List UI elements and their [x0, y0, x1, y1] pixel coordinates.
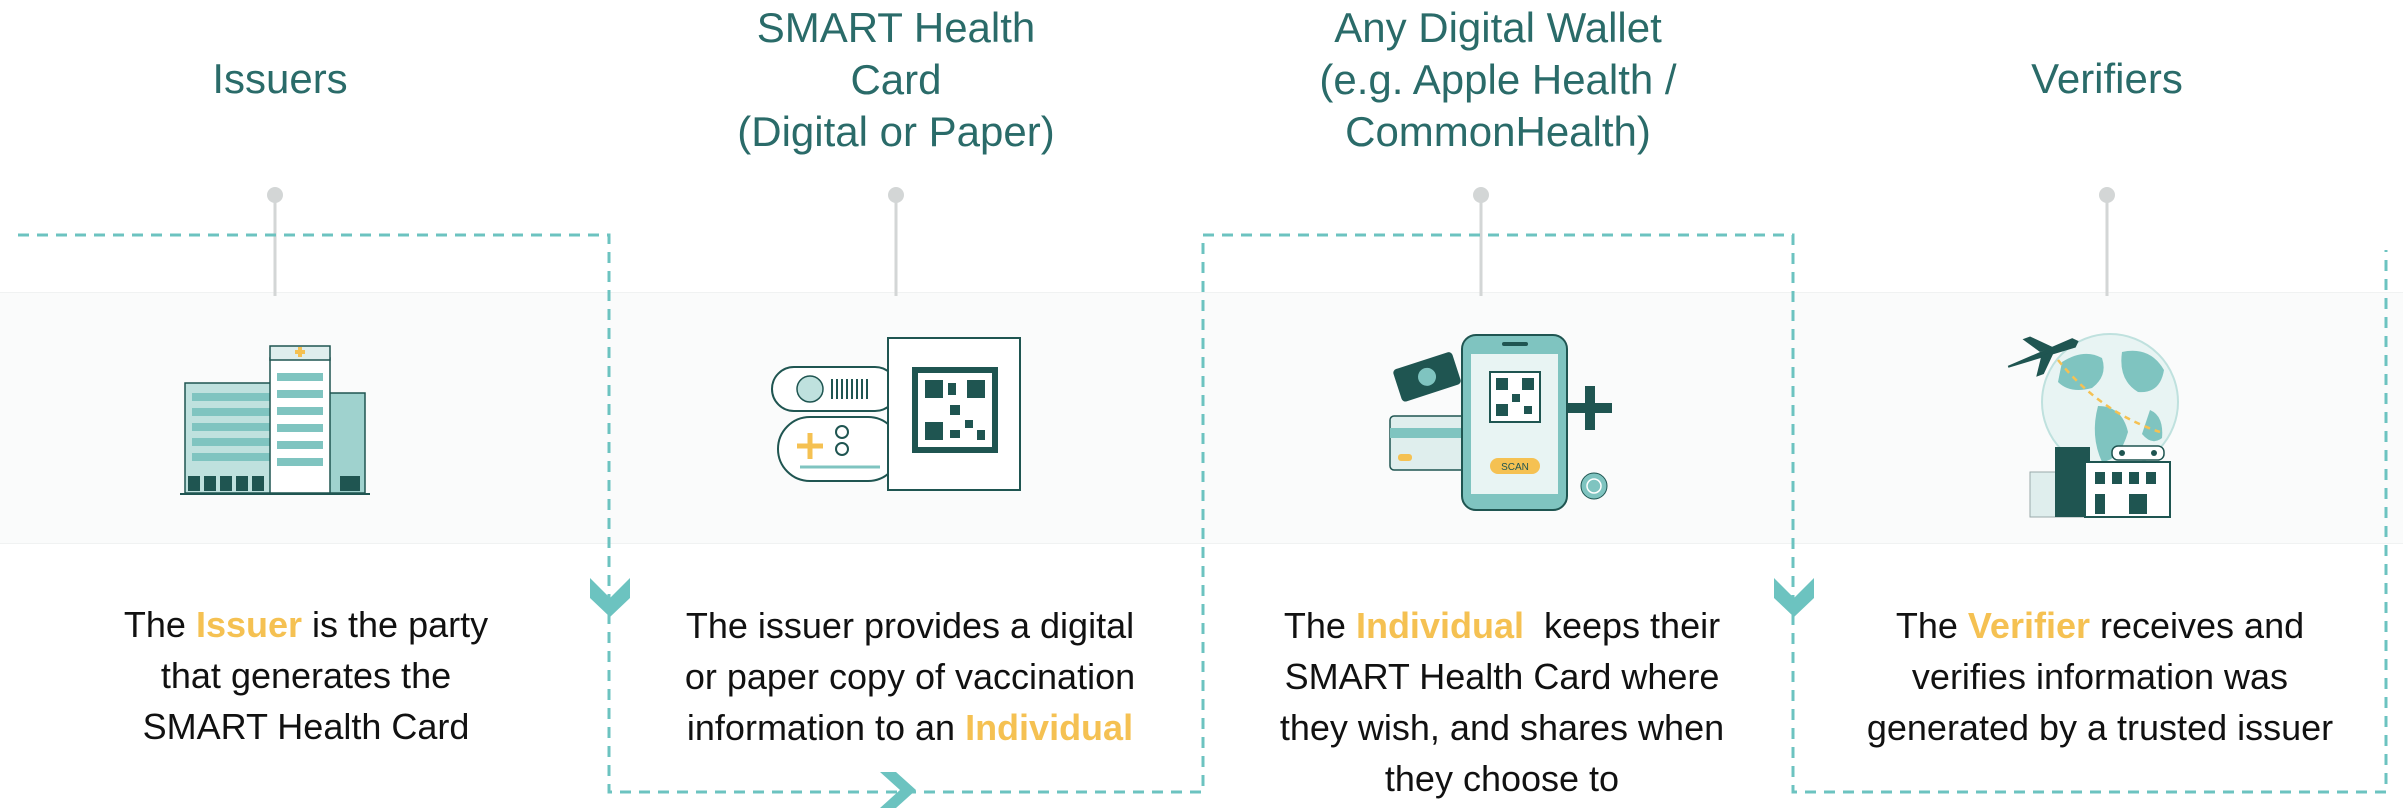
desc-digital-wallet: The Individual keeps their SMART Health … [1279, 605, 1725, 799]
desc-smart-health-card: The issuer provides a digital or paper c… [684, 605, 1136, 748]
title-verifiers: Verifiers [2031, 55, 2183, 102]
title-issuers: Issuers [212, 55, 348, 102]
hospital-building-icon [180, 345, 370, 495]
title-digital-wallet: Any Digital Wallet (e.g. Apple Health / … [1319, 4, 1677, 155]
globe-travel-icon [2007, 333, 2179, 518]
health-card-qr-icon [771, 337, 1021, 491]
scan-label: SCAN [1501, 462, 1529, 473]
desc-issuers: The Issuer is the party that generates t… [123, 604, 489, 747]
pin-smart-health-card [888, 187, 904, 296]
highlight-issuer: Issuer [195, 604, 303, 645]
title-smart-health-card: SMART Health Card (Digital or Paper) [737, 4, 1055, 155]
flow-arrow-down-1 [590, 578, 630, 617]
flow-arrow-right [880, 772, 916, 808]
highlight-verifier: Verifier [1967, 605, 2090, 646]
highlight-individual: Individual [1355, 605, 1524, 646]
pin-issuers [267, 187, 283, 296]
flow-arrow-down-2 [1774, 578, 1814, 617]
pin-verifiers [2099, 187, 2115, 296]
dashed-flow-path [18, 233, 2388, 794]
phone-wallet-icon: SCAN [1389, 334, 1612, 511]
desc-verifiers: The Verifier receives and verifies infor… [1866, 605, 2334, 748]
pin-digital-wallet [1473, 187, 1489, 296]
highlight-individual: Individual [965, 707, 1134, 748]
